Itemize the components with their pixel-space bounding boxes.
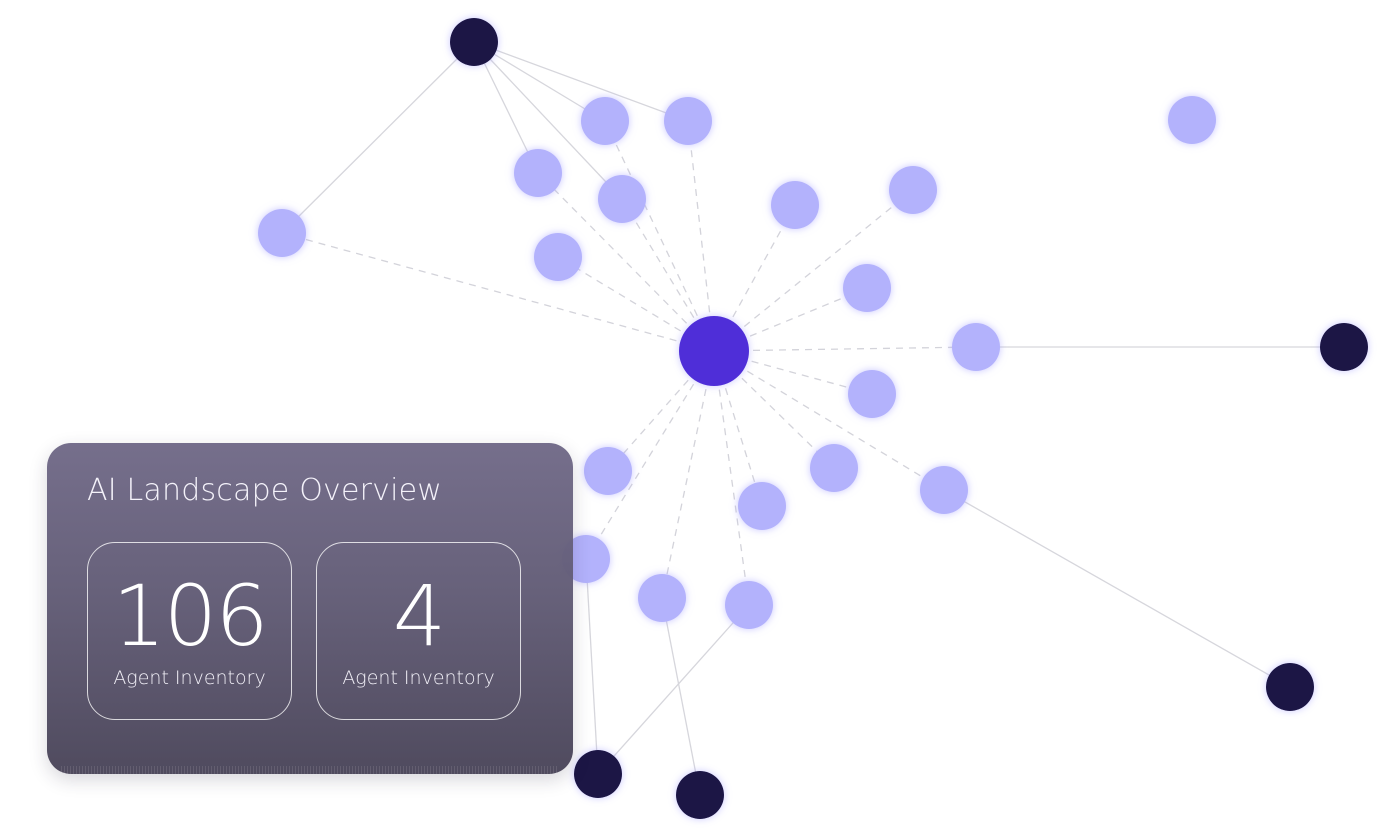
edge: [537, 172, 715, 352]
edge: [597, 604, 750, 775]
stat-card-agent-inventory-secondary[interactable]: 4 Agent Inventory: [316, 542, 521, 720]
agent-node[interactable]: [889, 166, 937, 214]
leaf-edges: [281, 41, 1344, 796]
agent-node[interactable]: [598, 175, 646, 223]
edge: [943, 489, 1291, 688]
agent-node[interactable]: [664, 97, 712, 145]
hub-node[interactable]: [679, 316, 749, 386]
leaf-node[interactable]: [676, 771, 724, 819]
card-title: AI Landscape Overview: [87, 473, 443, 508]
agent-node[interactable]: [920, 466, 968, 514]
edge: [585, 350, 715, 560]
agent-node[interactable]: [584, 447, 632, 495]
stat-value: 106: [112, 567, 268, 665]
leaf-node[interactable]: [1266, 663, 1314, 711]
edge: [281, 232, 715, 352]
agent-node[interactable]: [258, 209, 306, 257]
agent-node[interactable]: [638, 574, 686, 622]
stat-label: Agent Inventory: [342, 667, 495, 689]
agent-node[interactable]: [810, 444, 858, 492]
edge: [661, 350, 715, 599]
agent-node[interactable]: [843, 264, 891, 312]
edge: [713, 189, 914, 352]
leaf-node[interactable]: [1320, 323, 1368, 371]
edge: [604, 120, 715, 352]
agent-node[interactable]: [581, 97, 629, 145]
stat-card-agent-inventory[interactable]: 106 Agent Inventory: [87, 542, 292, 720]
edge: [585, 558, 599, 775]
agent-nodes: [258, 96, 1216, 629]
agent-node[interactable]: [725, 581, 773, 629]
edge: [473, 41, 689, 122]
agent-node[interactable]: [514, 149, 562, 197]
edge: [473, 41, 623, 200]
agent-node[interactable]: [1168, 96, 1216, 144]
stat-value: 4: [392, 567, 446, 665]
agent-node[interactable]: [848, 370, 896, 418]
overview-card: AI Landscape Overview 106 Agent Inventor…: [47, 443, 573, 774]
edge: [661, 597, 701, 796]
agent-node[interactable]: [562, 535, 610, 583]
leaf-node[interactable]: [574, 750, 622, 798]
leaf-node[interactable]: [450, 18, 498, 66]
edge: [713, 346, 977, 352]
edge: [473, 41, 606, 122]
agent-node[interactable]: [534, 233, 582, 281]
agent-node[interactable]: [771, 181, 819, 229]
edge: [713, 350, 750, 606]
edge: [281, 41, 475, 234]
edge: [713, 350, 945, 491]
agent-node[interactable]: [738, 482, 786, 530]
stat-label: Agent Inventory: [113, 667, 266, 689]
edge: [473, 41, 539, 174]
leaf-nodes: [450, 18, 1368, 819]
agent-node[interactable]: [952, 323, 1000, 371]
